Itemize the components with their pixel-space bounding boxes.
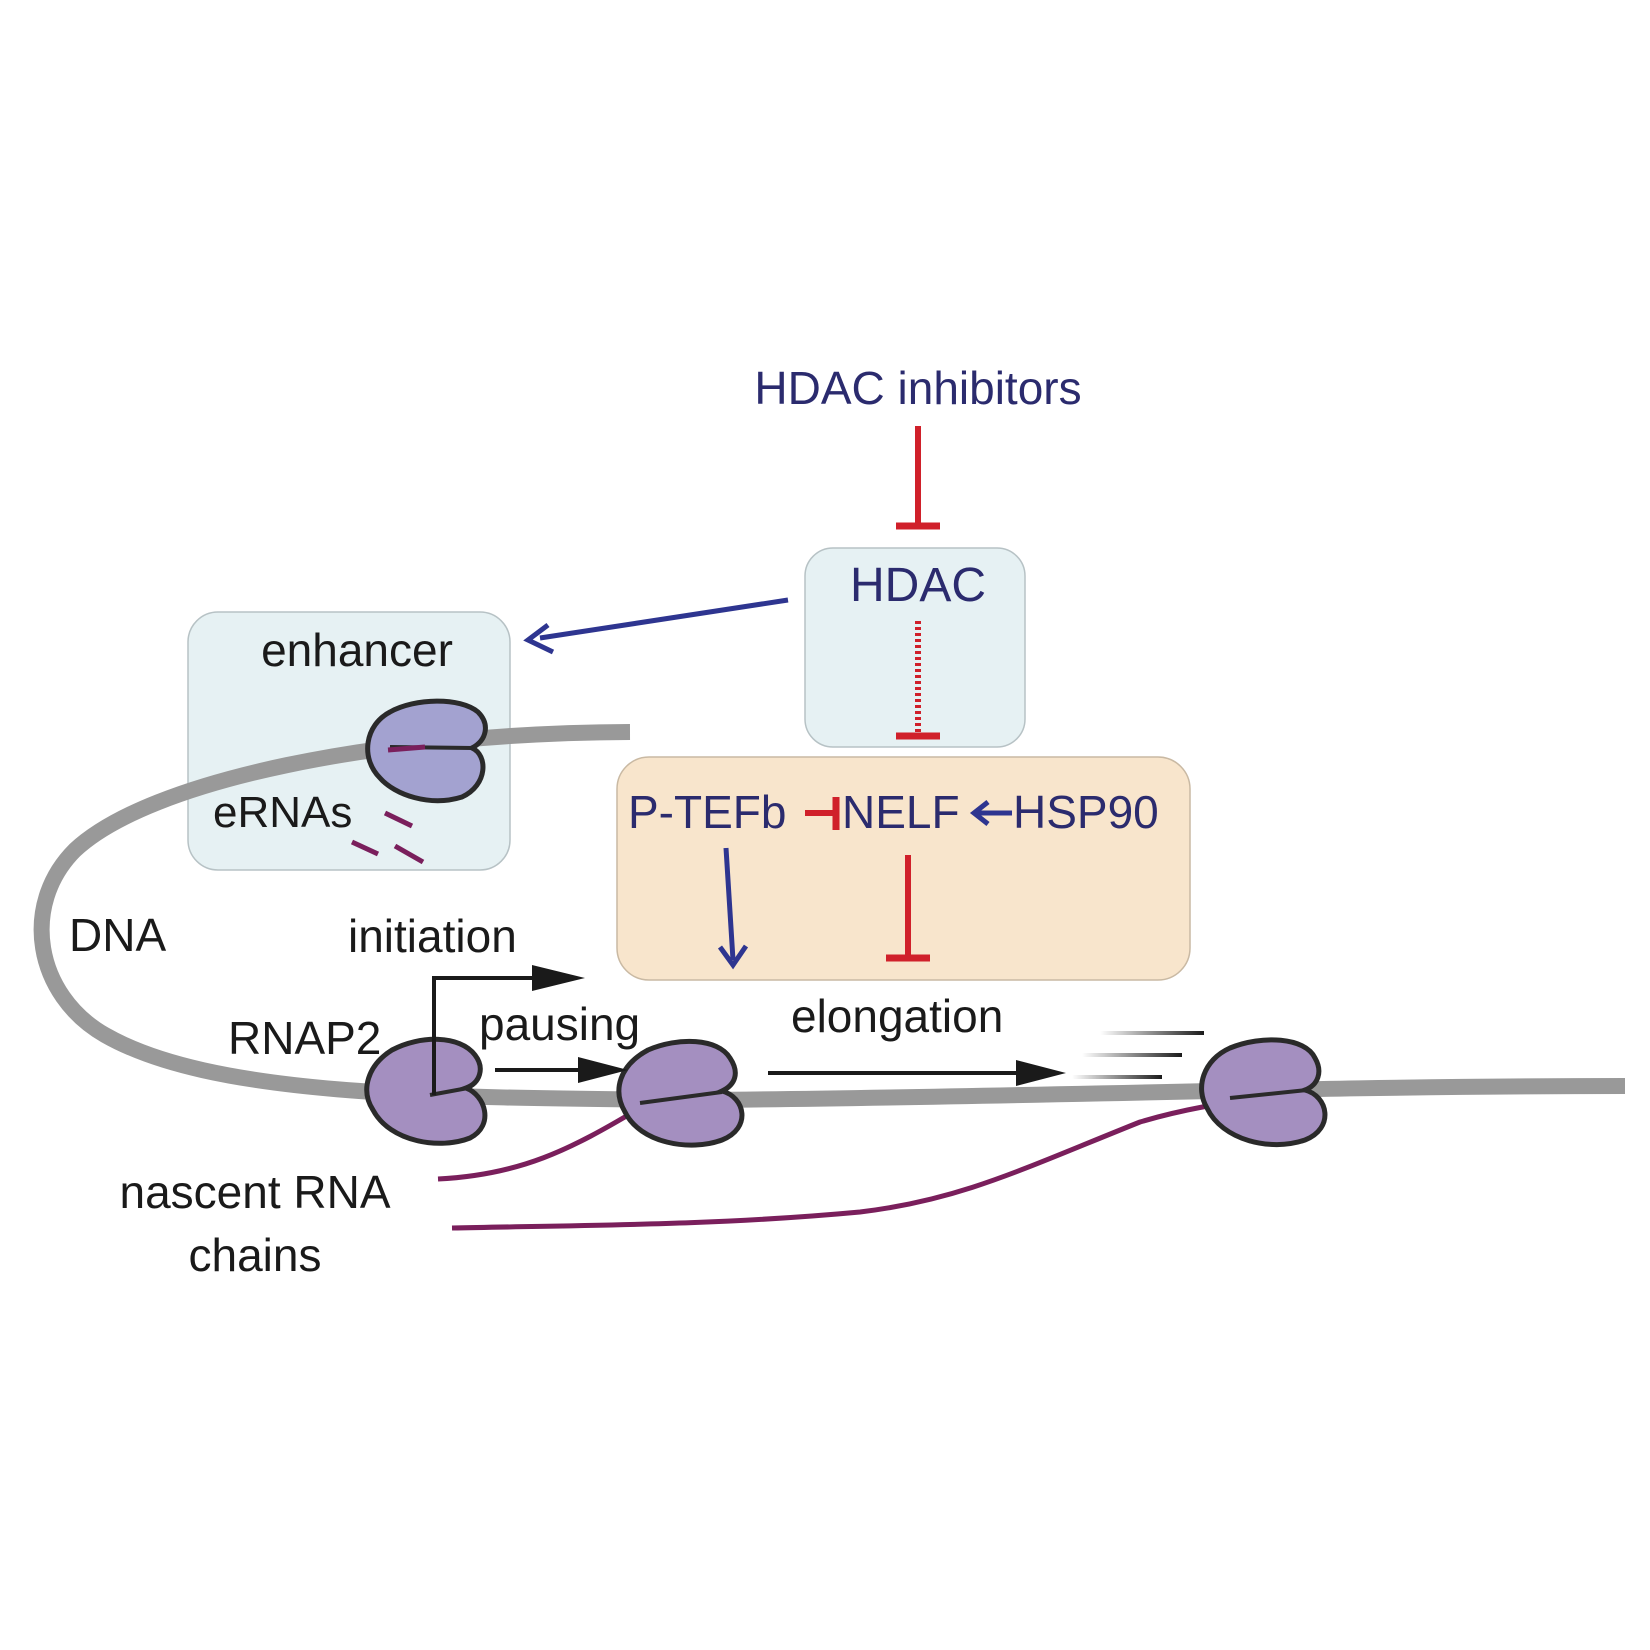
rnap2-enhancer: [365, 698, 488, 804]
rnap2-initiation: [364, 1036, 488, 1146]
motion-line: [1100, 1031, 1204, 1035]
hdac-inhibitors-label: HDAC inhibitors: [754, 362, 1081, 414]
nelf-label: NELF: [842, 786, 960, 838]
hdac-enhancer-arrow: [539, 597, 789, 641]
pausing-arrowhead: [578, 1057, 628, 1083]
ernas-label: eRNAs: [213, 788, 352, 837]
hdac-enhancer-arrowhead: [523, 623, 555, 655]
dna-label: DNA: [69, 909, 166, 961]
initiation-label: initiation: [348, 910, 517, 962]
elongation-label: elongation: [791, 990, 1003, 1042]
nascent-rna-label-line1: nascent RNA: [119, 1166, 390, 1218]
motion-line: [1072, 1075, 1162, 1079]
initiation-arrow: [432, 976, 535, 1095]
hsp90-label: HSP90: [1013, 786, 1159, 838]
hsp90-nelf-arrowhead: [969, 800, 990, 826]
nascent-rna-chain-long: [451, 1095, 1266, 1231]
rnap2-label: RNAP2: [228, 1012, 381, 1064]
erna-fragment: [350, 839, 380, 857]
elongation-arrowhead: [1016, 1060, 1066, 1086]
elongation-factor-box: [616, 756, 1191, 981]
nascent-rna-label-line2: chains: [189, 1229, 322, 1281]
rnap2-paused: [616, 1038, 745, 1148]
ptefb-activation-arrow: [723, 847, 736, 961]
ptefb-activation-arrowhead: [717, 944, 749, 970]
ptefb-label: P-TEFb: [628, 786, 786, 838]
erna-fragment: [393, 843, 425, 865]
hdac-label: HDAC: [850, 559, 986, 612]
enhancer-label: enhancer: [261, 624, 453, 676]
motion-line: [1082, 1053, 1182, 1057]
rnap2-elongating: [1199, 1037, 1328, 1148]
erna-fragment: [383, 810, 414, 829]
dna-strand: [33, 724, 1626, 1109]
initiation-arrowhead: [532, 965, 585, 991]
pausing-label: pausing: [479, 998, 640, 1050]
